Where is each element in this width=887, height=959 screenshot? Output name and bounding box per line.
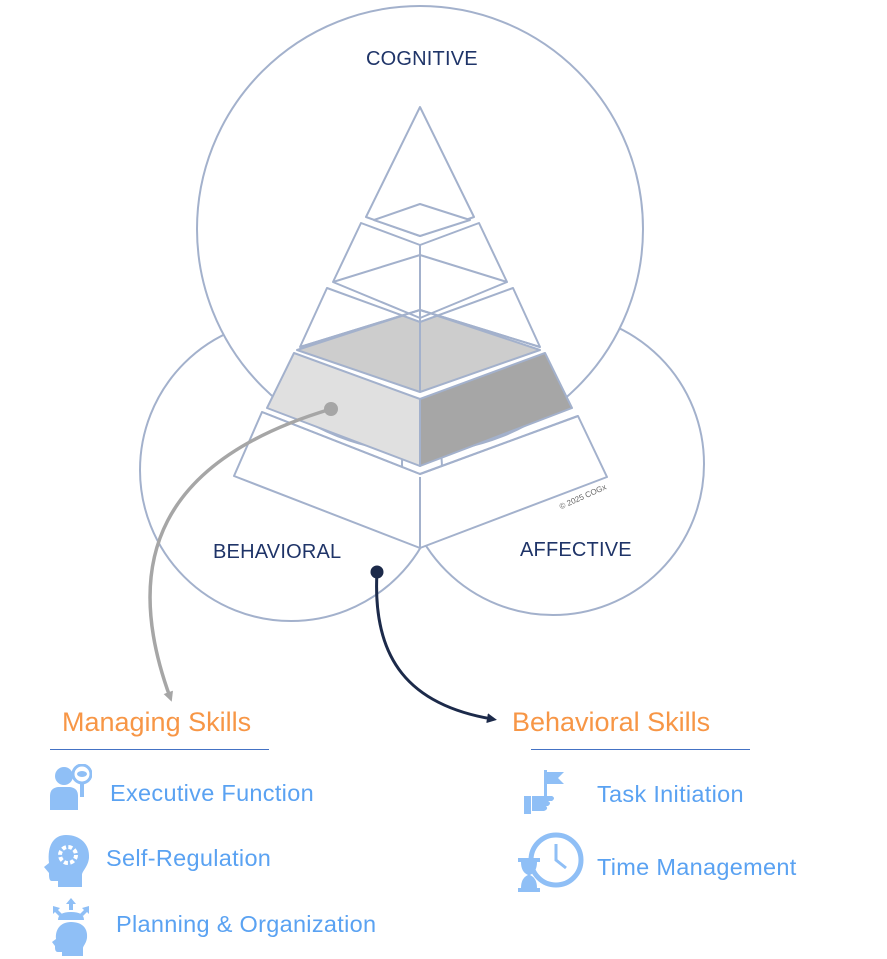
hand-flag-icon — [524, 770, 564, 814]
behavioral-arrow — [375, 571, 497, 724]
affective-label: AFFECTIVE — [520, 539, 632, 561]
managing-arrow-origin — [324, 402, 338, 416]
time-management-item: Time Management — [597, 854, 797, 880]
clock-hourglass-icon — [518, 832, 584, 892]
managing-arrow — [148, 407, 332, 702]
person-magnifier-eye-icon — [50, 764, 92, 810]
pyramid-right-face — [419, 352, 573, 467]
planning-organization-item: Planning & Organization — [116, 911, 377, 937]
behavioral-skills-heading: Behavioral Skills — [512, 707, 711, 737]
managing-divider — [50, 749, 269, 750]
pyramid — [233, 106, 608, 549]
managing-skills-heading: Managing Skills — [62, 707, 252, 737]
behavioral-arrow-origin — [370, 565, 384, 579]
behavioral-divider — [531, 749, 750, 750]
self-regulation-item: Self-Regulation — [106, 845, 272, 871]
behavioral-label: BEHAVIORAL — [213, 541, 342, 563]
head-gear-icon — [44, 835, 90, 887]
cognitive-label: COGNITIVE — [366, 48, 478, 70]
task-initiation-item: Task Initiation — [597, 781, 744, 807]
head-arrows-icon — [52, 898, 89, 956]
executive-function-item: Executive Function — [110, 780, 314, 806]
